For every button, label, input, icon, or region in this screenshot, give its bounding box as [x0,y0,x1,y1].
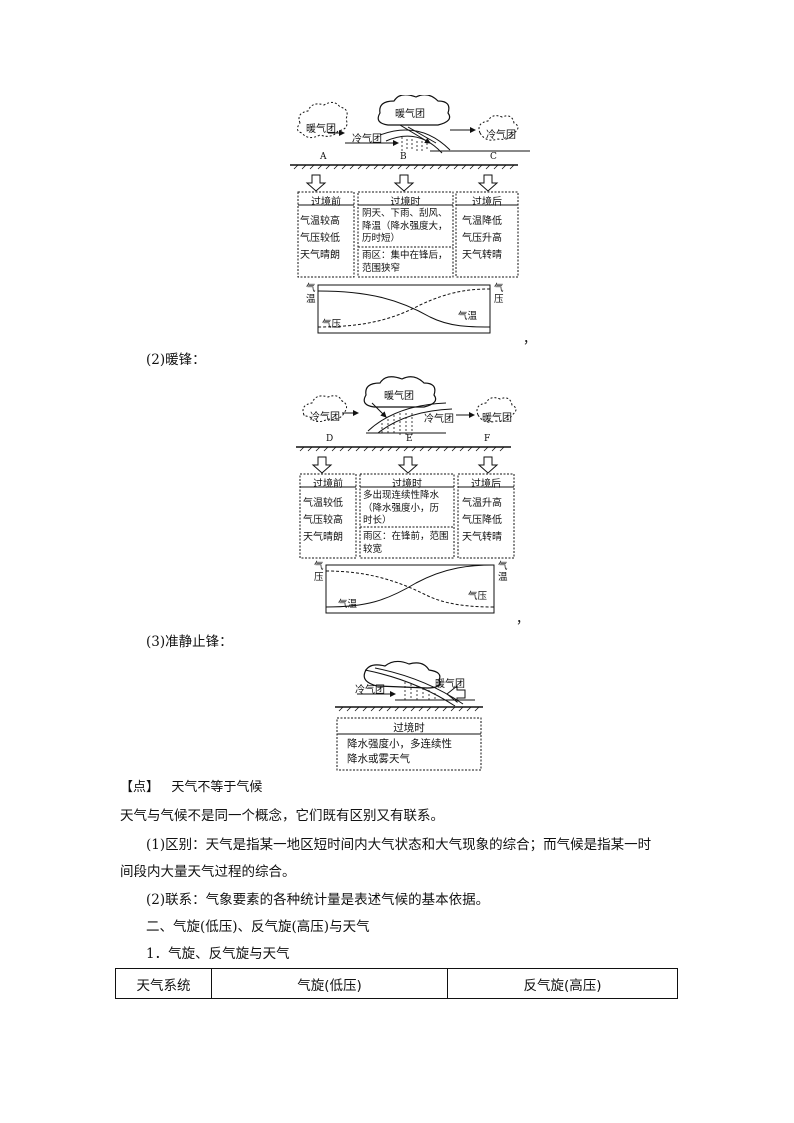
stationary-front-figure: 冷气团 暖气团 过境时 降水强度小，多连续性 降水或雾天气 [335,660,485,772]
graph-right-axis: 气 压 [494,283,504,305]
during-title: 过境时 [390,197,421,208]
weather-system-table: 天气系统 气旋(低压) 反气旋(高压) [115,968,678,999]
after-lines: 气温升高 气压降低 天气转晴 [462,498,502,543]
subsection-heading: 1．气旋、反气旋与天气 [146,946,290,962]
point-heading: 【点】 天气不等于气候 [120,778,262,798]
table-header-row: 天气系统 气旋(低压) 反气旋(高压) [115,968,678,999]
cold-mass-label: 冷气团 [486,130,516,141]
table-header-cell: 气旋(低压) [211,968,448,999]
paragraph: (1)区别：天气是指某一地区短时间内大气状态和大气现象的综合；而气候是指某一时 [146,837,652,853]
warm-mass-label: 暖气团 [395,109,425,120]
after-title: 过境后 [472,197,502,208]
section-heading: 二、气旋(低压)、反气旋(高压)与天气 [146,919,370,935]
comma: ， [516,612,530,627]
cold-mass-label: 冷气团 [310,412,340,423]
cold-mass-label: 冷气团 [424,414,454,425]
comma: ， [523,332,537,347]
graph-left-axis: 气 温 [306,283,316,305]
graph-curve-label: 气压 [322,319,342,330]
graph-right-axis: 气 温 [498,561,508,583]
warm-front-figure: 冷气团 暖气团 冷气团 暖气团 D E F 过境前 气温较低 气压较高 天气晴朗… [296,375,521,615]
position-label: E [406,434,413,444]
after-title: 过境后 [471,479,501,490]
during-lines: 多出现连续性降水 （降水强度小，历 时长） [363,490,440,526]
paragraph: 天气与气候不是同一个概念，它们既有区别又有联系。 [120,808,444,824]
warm-mass-label: 暖气团 [435,679,465,690]
position-label: D [326,434,334,444]
warm-mass-label: 暖气团 [384,391,414,402]
point-title: 天气不等于气候 [171,780,263,795]
section-heading: (3)准静止锋： [146,634,233,650]
before-title: 过境前 [311,197,341,208]
paragraph: (2)联系：气象要素的各种统计量是表述气候的基本依据。 [146,892,490,908]
graph-curve-label: 气温 [458,311,478,322]
graph-curve-label: 气压 [468,591,488,602]
position-label: B [400,152,407,162]
during-title: 过境时 [393,722,425,734]
before-title: 过境前 [313,479,343,490]
during-title: 过境时 [392,479,422,490]
position-label: F [484,434,491,444]
position-label: A [320,152,327,162]
table-header-cell: 反气旋(高压) [447,968,678,999]
table-header-cell: 天气系统 [115,968,212,999]
graph-curve-label: 气温 [338,599,358,610]
cold-mass-label: 冷气团 [352,134,382,145]
graph-left-axis: 气 压 [314,561,324,583]
paragraph: 间段内大量天气过程的综合。 [120,864,296,880]
before-lines: 气温较高 气压较低 天气晴朗 [300,216,340,261]
cold-mass-label: 冷气团 [355,685,385,696]
section-heading: (2)暖锋： [146,352,206,368]
warm-mass-label: 暖气团 [306,124,336,135]
warm-mass-label: 暖气团 [482,413,512,424]
point-tag: 【点】 [120,780,160,795]
after-lines: 气温降低 气压升高 天气转晴 [462,216,502,261]
during-lines: 降水强度小，多连续性 降水或雾天气 [347,738,452,765]
cold-front-figure: 暖气团 暖气团 冷气团 冷气团 A B C 过境前 气温较高 气压较低 天气晴朗… [290,95,530,340]
before-lines: 气温较低 气压较高 天气晴朗 [303,498,343,543]
during-lines: 阴天、下雨、刮风、 降温（降水强度大， 历时短） [362,208,448,244]
during-rain-area: 雨区：在锋前，范围 较宽 [363,531,449,555]
position-label: C [490,152,497,162]
during-rain-area: 雨区：集中在锋后， 范围狭窄 [362,250,448,274]
